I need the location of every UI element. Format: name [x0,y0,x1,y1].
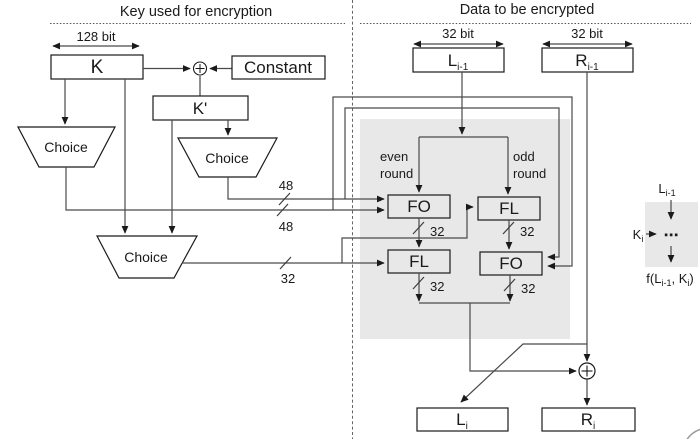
choice1-trapezoid [17,126,116,168]
bus48-lower-slash [276,203,289,217]
bus-fl-lower-label: 32 [430,279,444,294]
legend-input-label: Li-1 [658,181,675,198]
fl-upper-label: FL [499,199,519,218]
width-label-32bit-right: 32 bit [571,26,603,41]
bus-fl-upper-label: 32 [520,224,534,239]
bus32-slash [279,256,292,270]
l-prev-box [412,47,505,73]
l-out-box [416,407,509,432]
choice2-to-fo-bus48 [227,177,385,203]
choice3-trapezoid [96,235,199,279]
f-output-to-xor-line [469,303,577,375]
choice2-label: Choice [205,150,249,166]
kprime-box [152,95,249,121]
bus48-upper-slash [278,192,291,206]
l-prev-label: Li-1 [448,51,469,73]
even-round-label-1: even [380,149,408,164]
odd-round-label-1: odd [513,149,535,164]
width-label-128bit: 128 bit [76,29,115,44]
wrap-inner-subkey-line [344,107,560,261]
left-section-title: Key used for encryption [120,4,272,20]
fl-lower-out-slash [412,276,425,290]
constant-label: Constant [244,58,312,77]
branch32-to-fl-upper-line [341,203,474,263]
width-label-32bit-left: 32 bit [442,26,474,41]
kprime-label: K' [193,99,208,118]
r-to-l-crossover-line [460,343,587,403]
legend-key-label: Ki [633,227,644,244]
bus-fo-upper-label: 32 [430,224,444,239]
r-prev-label: Ri-1 [575,51,599,73]
r-out-box [541,407,636,432]
key-k-label: K [91,57,104,78]
l-out-label: Li [456,410,468,432]
fo-upper-out-slash [412,221,425,235]
bus-fo-lower-label: 32 [521,281,535,296]
wrap-outer-subkey-line [332,96,573,270]
bus32-label: 32 [281,271,295,286]
choice1-to-fo-bus48 [65,167,385,214]
choice1-label: Choice [44,139,88,155]
round-core-gray-panel [360,119,570,339]
fo-upper-label: FO [407,197,431,216]
fl-upper-out-slash [502,221,515,235]
fo-lower-out-slash [503,278,516,292]
constant-box [231,55,326,80]
fl-lower-label: FL [409,252,429,271]
choice3-label: Choice [124,249,168,265]
r-out-label: Ri [581,410,596,432]
key-k-box [50,54,144,80]
legend-dots: ⋯ [664,227,679,244]
bus48-upper-label: 48 [279,178,293,193]
even-round-label-2: round [380,166,413,181]
right-section-title: Data to be encrypted [460,2,595,18]
corner-arc-decoration [686,428,700,439]
choice2-trapezoid [176,137,279,178]
bus48-lower-label: 48 [279,219,293,234]
odd-round-label-2: round [513,166,546,181]
legend-output-label: f(Li-1, Ki) [646,271,693,288]
fo-lower-label: FO [499,254,523,273]
fo-lower-box [479,251,543,276]
